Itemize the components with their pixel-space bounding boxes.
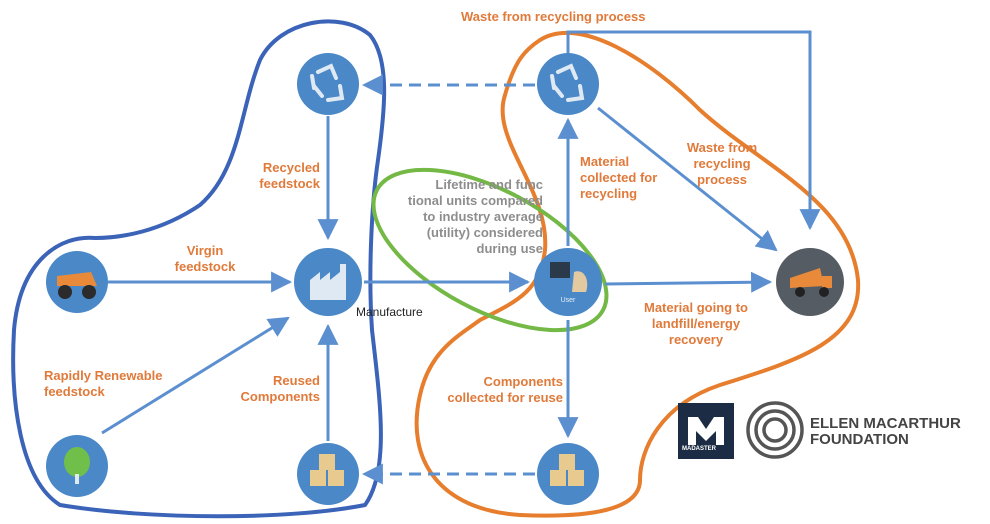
arrow-user-to-landfill [604, 271, 773, 293]
recycle-icon [537, 53, 599, 115]
label-landfill: Material going to landfill/energy recove… [644, 300, 748, 347]
label-virgin-feedstock: Virgin feedstock [174, 243, 236, 274]
ellen-macarthur-rings-logo [746, 401, 804, 459]
mining-truck-icon [46, 251, 108, 313]
label-rapidly-renewable: Rapidly Renewable feedstock [44, 368, 163, 399]
arrow-recycle-to-landfill [597, 106, 778, 252]
label-waste-right: Waste from recycling process [686, 140, 758, 187]
blue-boundary [11, 19, 387, 519]
madaster-logo [678, 403, 734, 459]
madaster-wordmark: MADASTER [682, 446, 716, 452]
label-recycled-feedstock: Recycled feedstock [259, 160, 320, 191]
label-waste-top: Waste from recycling process [461, 9, 646, 24]
recycle-icon [297, 53, 359, 115]
boxes-icon [537, 443, 599, 505]
orange-boundary [414, 30, 861, 518]
label-components-collected: Components collected for reuse [447, 374, 563, 405]
label-manufacture: Manufacture [356, 305, 423, 319]
boxes-icon [297, 443, 359, 505]
arrow-renewable [101, 316, 290, 435]
factory-icon [294, 248, 362, 316]
label-reused-components: Reused Components [240, 373, 320, 404]
label-lifetime: Lifetime and func tional units compared … [407, 177, 543, 256]
tree-icon [46, 435, 108, 497]
user-computer-icon: User [534, 248, 602, 316]
arrow-waste-top [566, 30, 821, 231]
label-material-collected: Material collected for recycling [580, 154, 658, 201]
green-boundary [371, 167, 609, 333]
user-label: User [561, 297, 576, 304]
dump-truck-icon [776, 248, 844, 316]
emf-wordmark: ELLEN MACARTHUR FOUNDATION [810, 415, 961, 448]
